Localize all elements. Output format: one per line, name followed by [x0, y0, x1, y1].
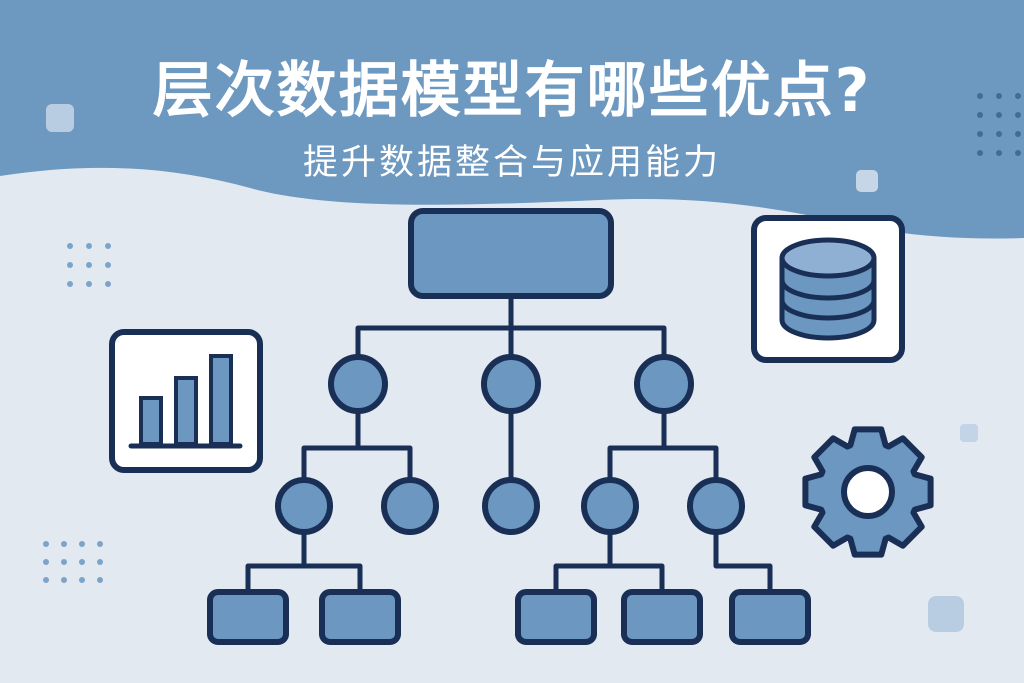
leaf-node	[319, 589, 401, 645]
decor-dot	[79, 541, 85, 547]
tree-node-circle	[581, 477, 639, 535]
page-subtitle: 提升数据整合与应用能力	[302, 143, 721, 183]
leaf-node	[515, 589, 597, 645]
tree-node-circle	[481, 354, 541, 414]
decor-dot	[67, 262, 73, 268]
decor-dot	[43, 577, 49, 583]
decor-dot	[977, 131, 983, 137]
decor-dot	[977, 112, 983, 118]
decor-square	[856, 170, 878, 192]
leaf-node	[207, 589, 289, 645]
decor-square	[928, 596, 964, 632]
decor-dot	[97, 541, 103, 547]
decor-dot	[86, 281, 92, 287]
decor-dot	[97, 559, 103, 565]
decor-dot	[43, 541, 49, 547]
tree-node-circle	[634, 354, 694, 414]
decor-dot	[61, 577, 67, 583]
decor-dot	[97, 577, 103, 583]
decor-dot	[996, 131, 1002, 137]
tree-node-circle	[275, 477, 333, 535]
decor-square	[960, 424, 978, 442]
decor-dot	[1015, 112, 1021, 118]
decor-dot	[977, 93, 983, 99]
decor-dot	[996, 112, 1002, 118]
level-3-nodes	[207, 589, 811, 645]
leaf-node	[621, 589, 703, 645]
gear-hole	[841, 465, 895, 519]
decor-dot	[1015, 93, 1021, 99]
decor-dot	[977, 150, 983, 156]
decor-dot	[67, 281, 73, 287]
tree-node-circle	[687, 477, 745, 535]
decor-dot	[996, 93, 1002, 99]
leaf-node	[729, 589, 811, 645]
level-1-nodes	[328, 354, 694, 414]
decor-dot	[61, 559, 67, 565]
decor-dot	[105, 243, 111, 249]
decor-dot	[996, 150, 1002, 156]
root-node	[408, 208, 614, 299]
decor-dot	[79, 577, 85, 583]
decor-square	[46, 104, 74, 132]
tree-node-circle	[328, 354, 388, 414]
tree-node-circle	[381, 477, 439, 535]
hierarchy-diagram	[207, 208, 811, 645]
page-title: 层次数据模型有哪些优点?	[152, 56, 872, 126]
decor-dot	[1015, 131, 1021, 137]
header-banner	[0, 0, 1024, 239]
database-icon	[751, 215, 905, 363]
tree-connectors	[245, 296, 773, 590]
decor-dot	[61, 541, 67, 547]
decor-dot	[79, 559, 85, 565]
decor-dot	[43, 559, 49, 565]
decor-dot	[86, 243, 92, 249]
decor-dot	[105, 281, 111, 287]
tree-node-circle	[482, 477, 540, 535]
decor-dots-bottom-left	[43, 541, 103, 583]
decor-dot	[1015, 150, 1021, 156]
decor-dot	[86, 262, 92, 268]
decor-dot	[67, 243, 73, 249]
gear-icon	[802, 426, 934, 558]
decor-dot	[105, 262, 111, 268]
level-2-nodes	[275, 477, 745, 535]
decor-dots-left	[67, 243, 111, 287]
bar-chart-icon	[109, 329, 263, 473]
decor-dots-top-right	[977, 93, 1021, 156]
